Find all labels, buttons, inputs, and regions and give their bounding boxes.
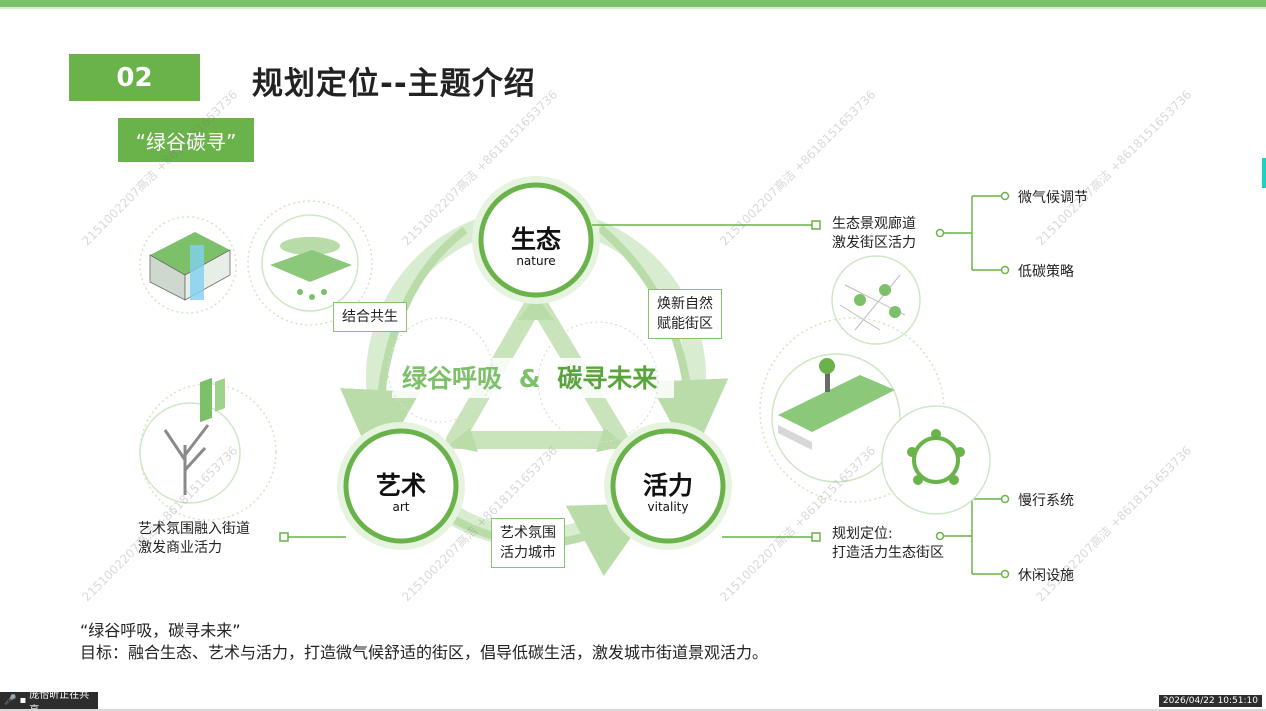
illustration-canopy [247,200,373,326]
node-eco: 生态 nature [472,176,600,304]
inner-arrow-left [448,428,478,452]
footer-quote: “绿谷呼吸，碳寻未来” [80,621,241,640]
screen-share-indicator[interactable]: 🎤 ▪ 庞怡昕正在共享 [0,690,98,711]
label-eco-art: 结合共生 [333,302,407,332]
footer-goal: 目标：融合生态、艺术与活力，打造微气候舒适的街区，倡导低碳生活，激发城市街道景观… [80,643,769,662]
inner-arrow-up [518,296,554,320]
center-slogan: 绿谷呼吸 & 碳寻未来 [402,364,658,393]
illustration-terrain [139,216,237,314]
label-art-vitality: 艺术氛围 活力城市 [491,518,565,568]
top-accent-line [0,7,1266,9]
svg-text:vitality: vitality [648,500,689,514]
branch-vitality-1: 慢行系统 [1018,493,1074,509]
svg-text:活力: 活力 [643,471,693,500]
top-accent-bar [0,0,1266,7]
svg-text:nature: nature [516,254,555,268]
system-clock: 2026/04/22 10:51:10 [1158,695,1262,707]
illustration-people-circle [881,405,991,515]
label-eco-vitality: 焕新自然 赋能街区 [648,289,722,339]
side-panel-tab[interactable] [1262,158,1266,188]
node-art: 艺术 art [337,422,465,550]
svg-text:艺术: 艺术 [376,471,426,500]
note-art: 艺术氛围融入街道 激发商业活力 [138,521,250,556]
bottom-strip [0,709,1266,711]
note-vitality: 规划定位: 打造活力生态街区 [832,526,944,561]
illustration-city-grid [831,255,921,345]
slide-title: 规划定位--主题介绍 [252,66,536,102]
theme-tag: “绿谷碳寻” [118,118,254,162]
svg-text:生态: 生态 [511,225,561,254]
sharing-status-text: 庞怡昕正在共享 [29,689,90,711]
note-eco: 生态景观廊道 激发街区活力 [832,216,916,251]
branch-tree-vitality [935,494,1010,579]
node-vitality: 活力 vitality [604,422,732,550]
branch-vitality-2: 休闲设施 [1018,568,1074,584]
svg-text:art: art [393,500,410,514]
branch-eco-1: 微气候调节 [1018,190,1088,206]
branch-tree-eco [935,191,1010,275]
chat-icon[interactable]: ▪ [19,695,27,706]
slide-number-badge: 02 [69,54,200,101]
illustration-tree [139,377,277,521]
center-band [392,358,674,398]
microphone-icon[interactable]: 🎤 [4,695,17,706]
branch-eco-2: 低碳策略 [1018,264,1074,280]
